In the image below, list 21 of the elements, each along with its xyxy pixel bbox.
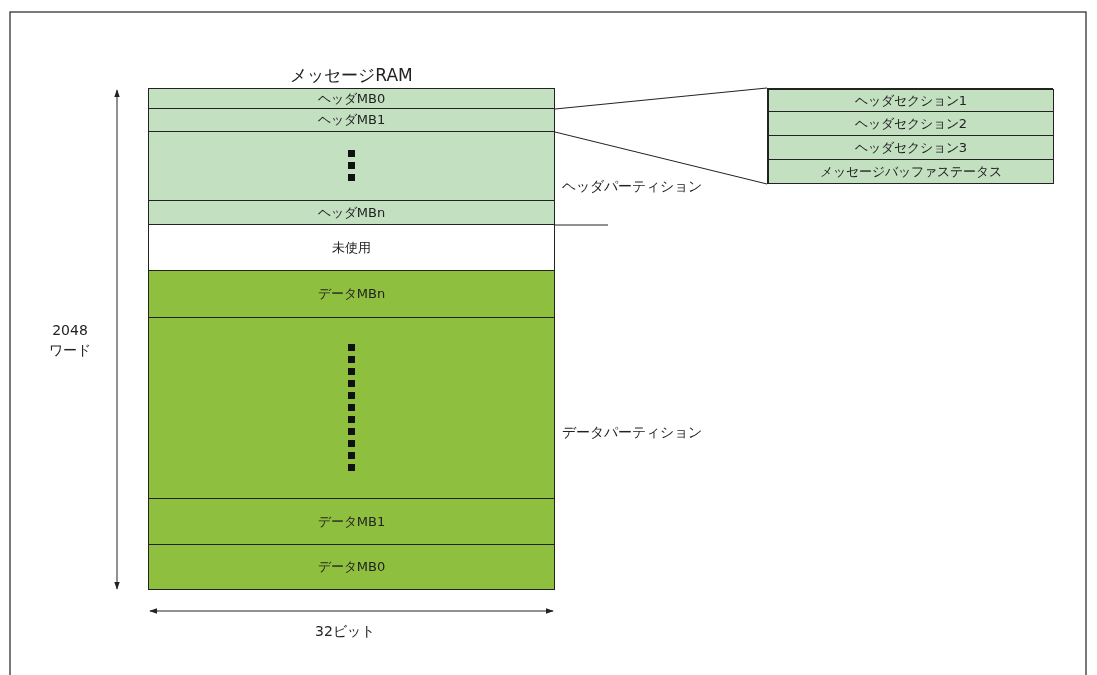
partition-label: データパーティション xyxy=(562,423,702,442)
dimension-label: 2048 ワード xyxy=(48,321,92,360)
memory-block xyxy=(148,131,555,201)
partition-label: ヘッダパーティション xyxy=(562,177,702,196)
memory-block xyxy=(148,317,555,499)
memory-block: ヘッダMB0 xyxy=(148,88,555,110)
expansion-line xyxy=(554,87,768,110)
memory-title: メッセージRAM xyxy=(289,64,414,87)
memory-block: データMBn xyxy=(148,270,555,318)
dimension-label: 32ビット xyxy=(314,622,376,641)
memory-block: ヘッダMBn xyxy=(148,200,555,225)
memory-block: メッセージバッファステータス xyxy=(768,159,1054,184)
memory-block: ヘッダセクション1 xyxy=(768,89,1054,113)
memory-block: 未使用 xyxy=(148,224,555,271)
section-group-box xyxy=(767,88,1053,184)
memory-block: データMB1 xyxy=(148,498,555,545)
memory-block: ヘッダMB1 xyxy=(148,108,555,132)
memory-block: データMB0 xyxy=(148,544,555,590)
memory-block: ヘッダセクション2 xyxy=(768,111,1054,136)
memory-block: ヘッダセクション3 xyxy=(768,135,1054,160)
expansion-line xyxy=(554,131,768,185)
